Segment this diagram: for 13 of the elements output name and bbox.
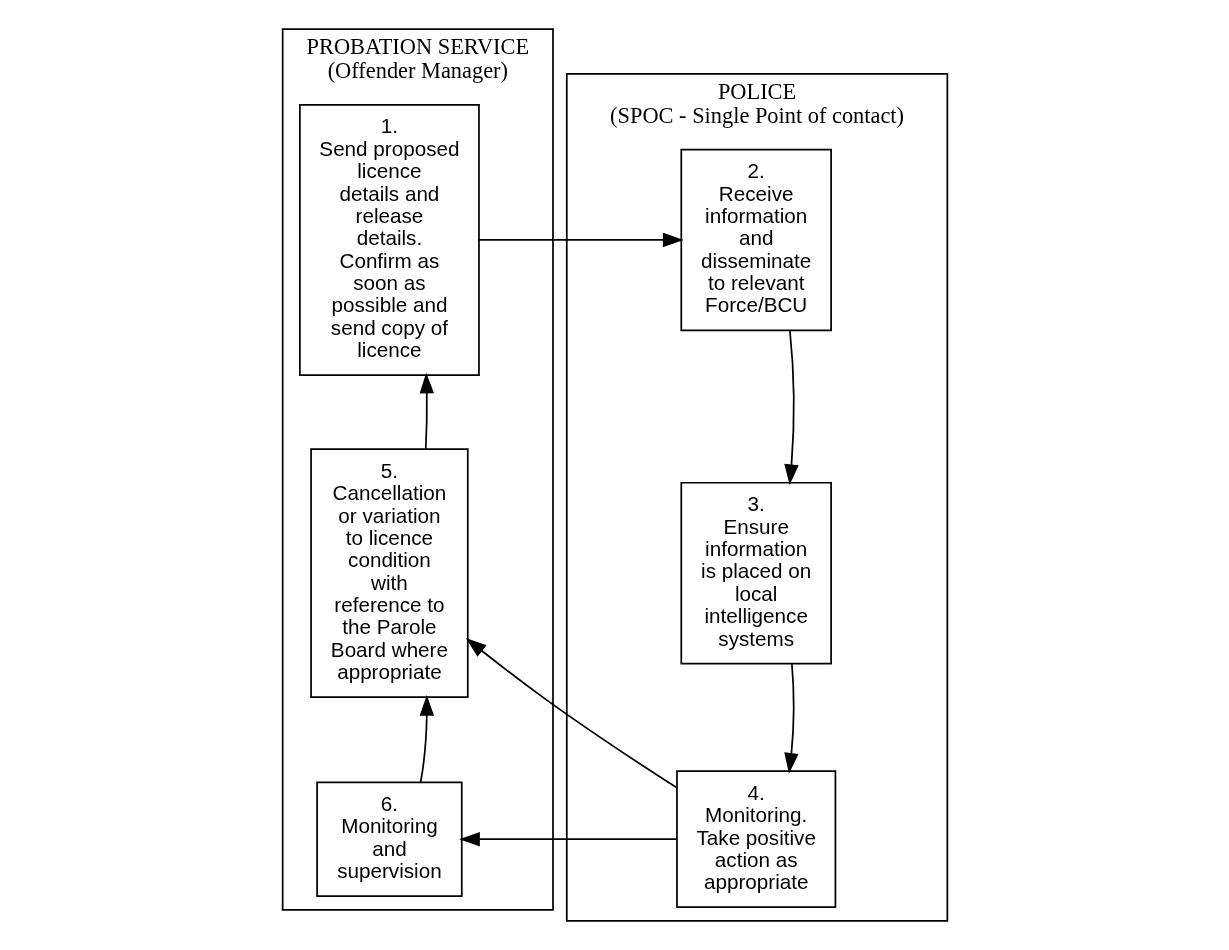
node-box: 1. Send proposed licence details and release details. Confirm as soon as possible and send copy of licence (298, 103, 480, 376)
arrow (783, 329, 799, 486)
arrow (419, 695, 434, 784)
node-box: 6. Monitoring and supervision (315, 781, 463, 897)
arrow (477, 232, 684, 248)
arrow (465, 638, 678, 789)
arrow (458, 831, 678, 847)
arrow (783, 662, 799, 774)
node-box: 5. Cancellation or variation to licence condition with reference to the Parole Board where appropriate (309, 448, 469, 698)
arrow (419, 372, 434, 450)
node-box: 2. Receive information and disseminate to relevant Force/BCU (679, 148, 832, 332)
node-box: 4. Monitoring. Take positive action as appropriate (675, 770, 836, 909)
node-box: 3. Ensure information is placed on local intelligence systems (679, 481, 832, 665)
